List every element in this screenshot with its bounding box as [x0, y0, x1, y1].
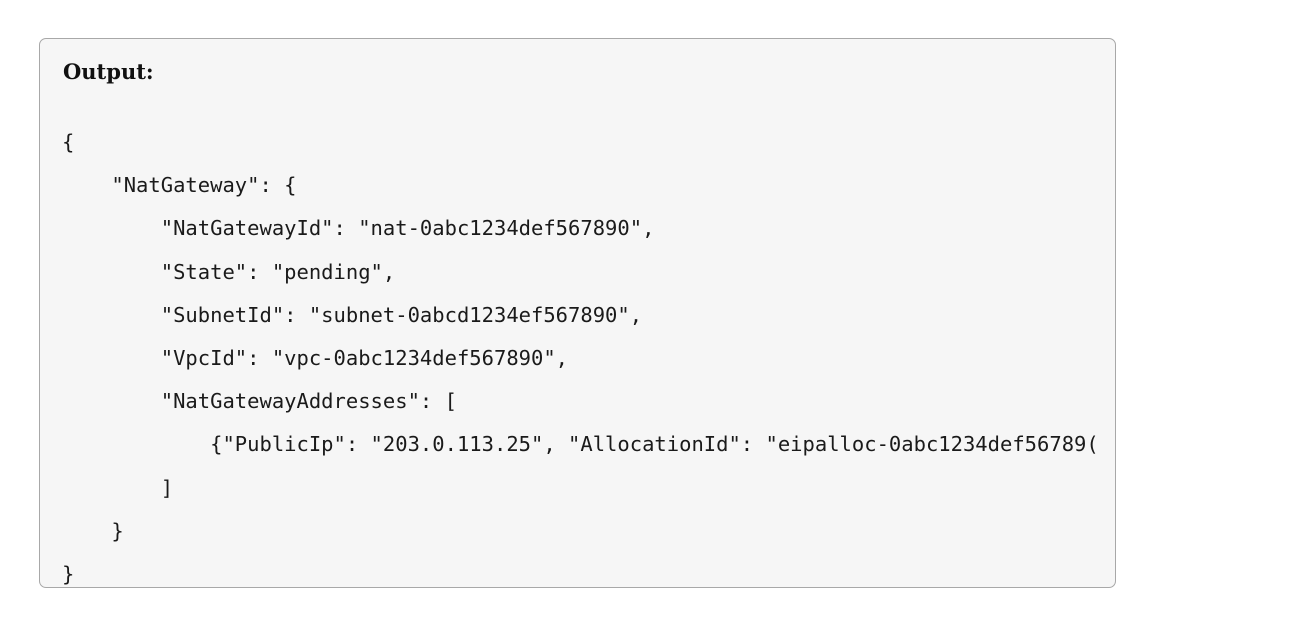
output-title: Output:	[63, 59, 154, 84]
code-line: {"PublicIp": "203.0.113.25", "Allocation…	[62, 432, 1099, 457]
code-block: { "NatGateway": { "NatGatewayId": "nat-0…	[62, 121, 1099, 596]
code-line: "State": "pending",	[62, 259, 396, 284]
code-line: ]	[62, 475, 174, 500]
code-line: "NatGateway": {	[62, 173, 297, 198]
code-line: "NatGatewayId": "nat-0abc1234def567890",	[62, 216, 655, 241]
code-line: {	[62, 130, 75, 154]
code-line: }	[62, 518, 124, 543]
code-line: "SubnetId": "subnet-0abcd1234ef567890",	[62, 302, 643, 327]
code-line: "NatGatewayAddresses": [	[62, 389, 457, 414]
code-line: "VpcId": "vpc-0abc1234def567890",	[62, 345, 569, 370]
code-line: }	[62, 561, 75, 586]
output-box: Output: { "NatGateway": { "NatGatewayId"…	[39, 38, 1116, 588]
